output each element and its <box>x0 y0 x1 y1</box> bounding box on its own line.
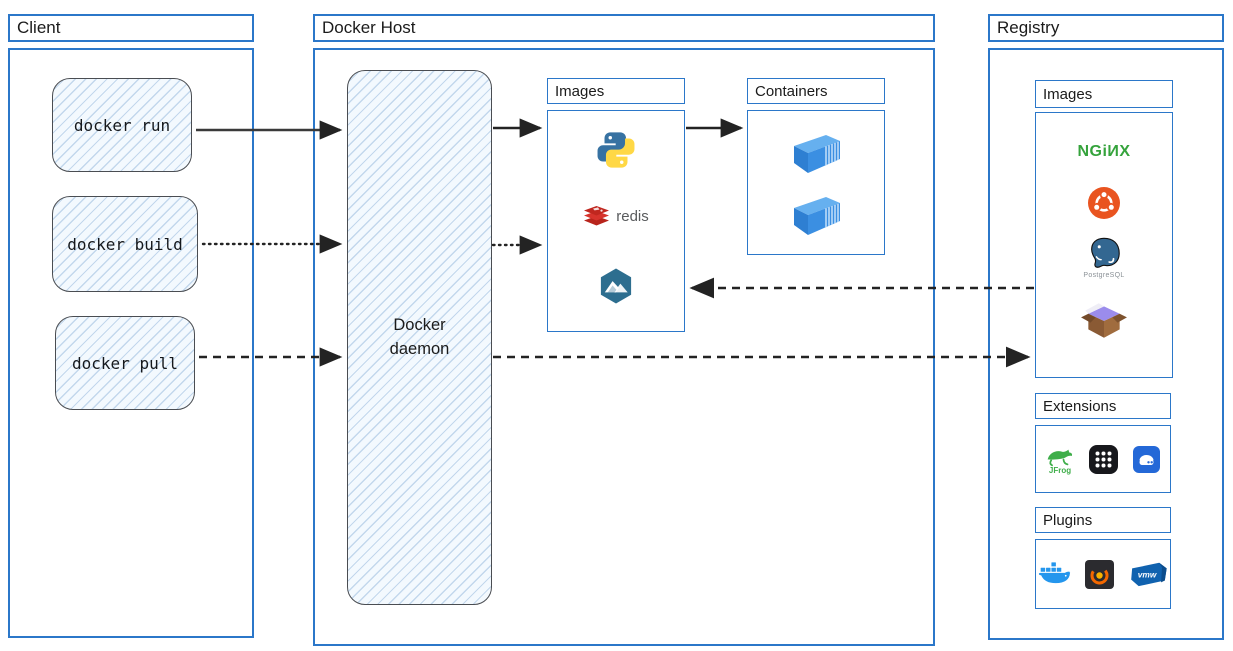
registry-images-title: Images <box>1043 85 1093 103</box>
docker-build-label: docker build <box>67 234 183 254</box>
ubuntu-logo-icon <box>1036 185 1172 221</box>
vm-appliance-tile-icon <box>1132 445 1161 474</box>
containers-box <box>747 110 885 255</box>
postgresql-logo-icon: PostgreSQL <box>1036 231 1172 283</box>
containers-title: Containers <box>755 82 828 100</box>
docker-build-node: docker build <box>52 196 198 292</box>
jfrog-label: JFrog <box>1048 465 1072 475</box>
client-group-box <box>8 48 254 638</box>
vmware-logo-icon: vmw <box>1127 560 1169 588</box>
extensions-box: JFrog <box>1035 425 1171 493</box>
docker-whale-icon <box>1038 560 1072 588</box>
docker-run-label: docker run <box>73 115 171 135</box>
registry-title: Registry <box>997 18 1060 37</box>
docker-run-node: docker run <box>52 78 192 172</box>
docker-pull-node: docker pull <box>55 316 195 410</box>
python-logo-icon <box>548 129 684 171</box>
registry-group-box <box>988 48 1224 640</box>
registry-images-title-box: Images <box>1035 80 1173 108</box>
redis-label: redis <box>616 207 649 225</box>
host-images-title: Images <box>555 82 605 100</box>
container-icon <box>748 191 884 237</box>
container-icon <box>748 129 884 175</box>
nginx-logo-icon: NGiИX <box>1036 141 1172 163</box>
docker-host-title-box: Docker Host <box>313 14 935 42</box>
redis-logo-icon: redis <box>548 203 684 229</box>
host-images-title-box: Images <box>547 78 685 104</box>
jfrog-logo-icon: JFrog <box>1045 444 1075 475</box>
docker-daemon-node: Docker daemon <box>347 70 492 605</box>
docker-host-group-box <box>313 48 935 646</box>
client-title-box: Client <box>8 14 254 42</box>
extensions-title: Extensions <box>1043 397 1117 415</box>
alpine-linux-logo-icon <box>548 266 684 306</box>
containers-title-box: Containers <box>747 78 885 104</box>
registry-images-box: NGiИX <box>1035 112 1173 378</box>
registry-title-box: Registry <box>988 14 1224 42</box>
app-grid-tile-icon <box>1088 444 1119 475</box>
docker-daemon-label: Docker daemon <box>389 315 450 358</box>
client-title: Client <box>17 18 61 37</box>
plugins-title: Plugins <box>1043 511 1093 529</box>
grafana-logo-icon <box>1084 559 1115 590</box>
package-box-icon <box>1036 299 1172 341</box>
svg-text:vmw: vmw <box>1137 569 1156 579</box>
plugins-title-box: Plugins <box>1035 507 1171 533</box>
host-images-box: redis <box>547 110 685 332</box>
postgresql-label: PostgreSQL <box>1083 272 1125 279</box>
extensions-title-box: Extensions <box>1035 393 1171 419</box>
plugins-box: vmw <box>1035 539 1171 609</box>
docker-host-title: Docker Host <box>322 18 416 37</box>
docker-pull-label: docker pull <box>72 353 178 373</box>
nginx-wordmark: NGiИX <box>1077 143 1131 160</box>
